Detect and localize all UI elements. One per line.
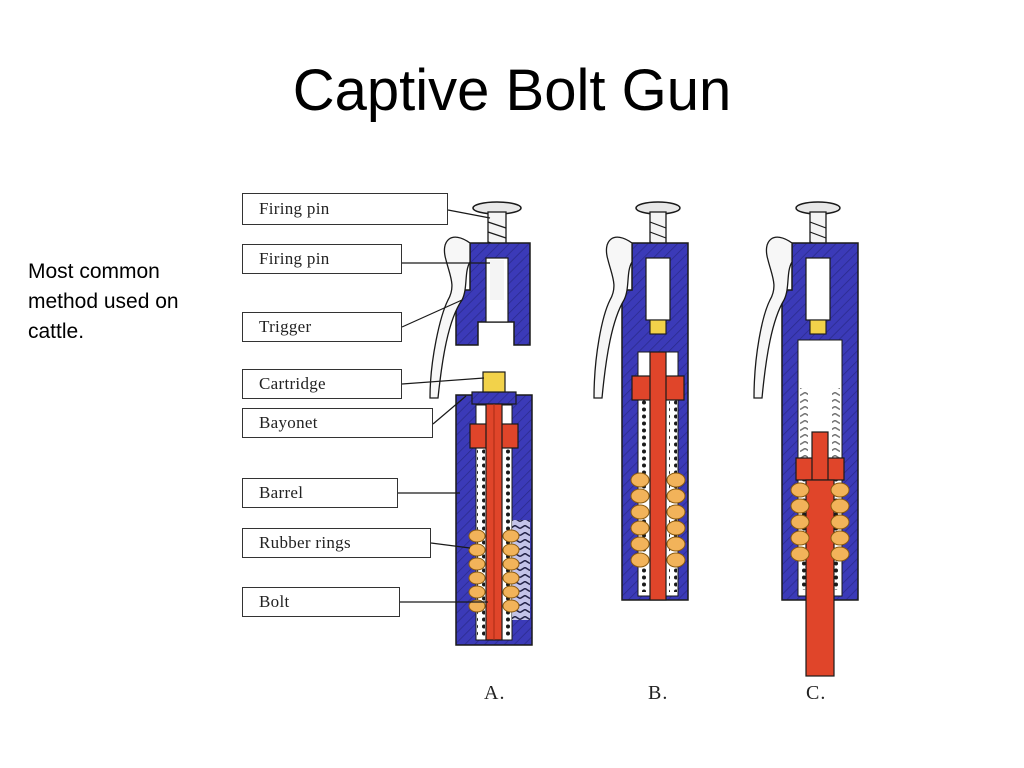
rubber-rings-b: [630, 472, 686, 568]
label-firing-pin-1: Firing pin: [242, 193, 448, 225]
side-note: Most common method used on cattle.: [28, 260, 179, 343]
bolt-c: [795, 431, 845, 677]
label-rubber-rings: Rubber rings: [242, 528, 431, 558]
trigger-c: [753, 236, 793, 399]
bolt-b: [631, 351, 685, 601]
state-label-c: C.: [806, 682, 827, 704]
state-label-b: B.: [648, 682, 669, 704]
label-cartridge: Cartridge: [242, 369, 402, 399]
state-label-a: A.: [484, 682, 506, 704]
gun-b: [593, 201, 689, 601]
upper-housing-a: [455, 242, 531, 346]
rubber-rings-c: [790, 482, 850, 562]
gun-a: [429, 201, 533, 646]
rubber-rings-a: [468, 529, 520, 613]
gun-c: [753, 201, 859, 677]
label-trigger: Trigger: [242, 312, 402, 342]
bolt-a: [469, 403, 519, 641]
trigger-a: [429, 236, 471, 399]
label-barrel: Barrel: [242, 478, 398, 508]
label-bolt: Bolt: [242, 587, 400, 617]
label-bayonet: Bayonet: [242, 408, 433, 438]
trigger-b: [593, 236, 633, 399]
leader-lines: [398, 209, 491, 603]
label-firing-pin-2: Firing pin: [242, 244, 402, 274]
slide-title: Captive Bolt Gun: [292, 58, 732, 123]
